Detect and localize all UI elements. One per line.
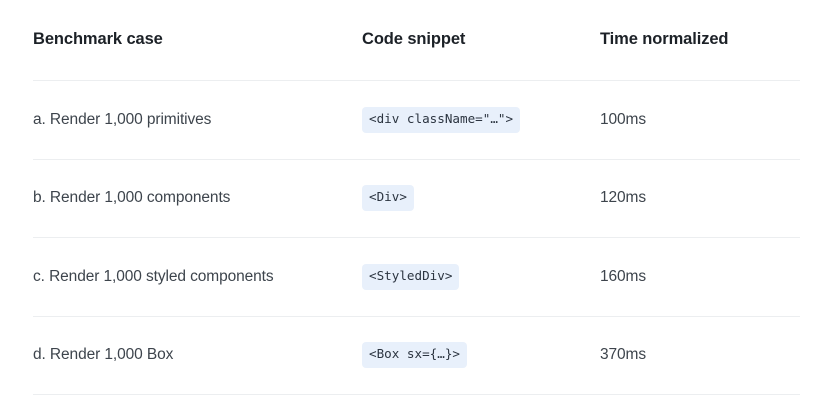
code-snippet-cell: <StyledDiv> <box>362 263 600 290</box>
time-normalized-value: 120ms <box>600 189 647 207</box>
code-snippet-chip: <Div> <box>362 185 414 212</box>
time-normalized-value: 100ms <box>600 110 647 128</box>
table-row: c. Render 1,000 styled components <Style… <box>33 237 800 316</box>
code-snippet-chip: <StyledDiv> <box>362 263 460 290</box>
column-header-time-normalized: Time normalized <box>600 30 729 49</box>
column-header-code-snippet: Code snippet <box>362 30 466 49</box>
table-grid: Benchmark case Code snippet Time normali… <box>33 0 800 395</box>
table-row: a. Render 1,000 primitives <div classNam… <box>33 80 800 159</box>
code-snippet-cell: <Div> <box>362 185 600 212</box>
table-header-row: Benchmark case Code snippet Time normali… <box>33 0 800 80</box>
code-snippet-cell: <Box sx={…}> <box>362 342 600 369</box>
code-snippet-chip: <Box sx={…}> <box>362 342 467 369</box>
benchmark-case-label: b. Render 1,000 components <box>33 189 231 207</box>
benchmark-case-label: c. Render 1,000 styled components <box>33 267 274 285</box>
table-bottom-divider <box>33 394 800 395</box>
table-row: d. Render 1,000 Box <Box sx={…}> 370ms <box>33 315 800 395</box>
table-row: b. Render 1,000 components <Div> 120ms <box>33 158 800 238</box>
time-normalized-value: 160ms <box>600 267 647 285</box>
benchmark-case-label: a. Render 1,000 primitives <box>33 110 212 128</box>
time-normalized-value: 370ms <box>600 346 647 364</box>
column-header-benchmark-case: Benchmark case <box>33 30 163 49</box>
code-snippet-cell: <div className="…"> <box>362 106 600 133</box>
benchmark-case-label: d. Render 1,000 Box <box>33 346 174 364</box>
code-snippet-chip: <div className="…"> <box>362 106 521 133</box>
